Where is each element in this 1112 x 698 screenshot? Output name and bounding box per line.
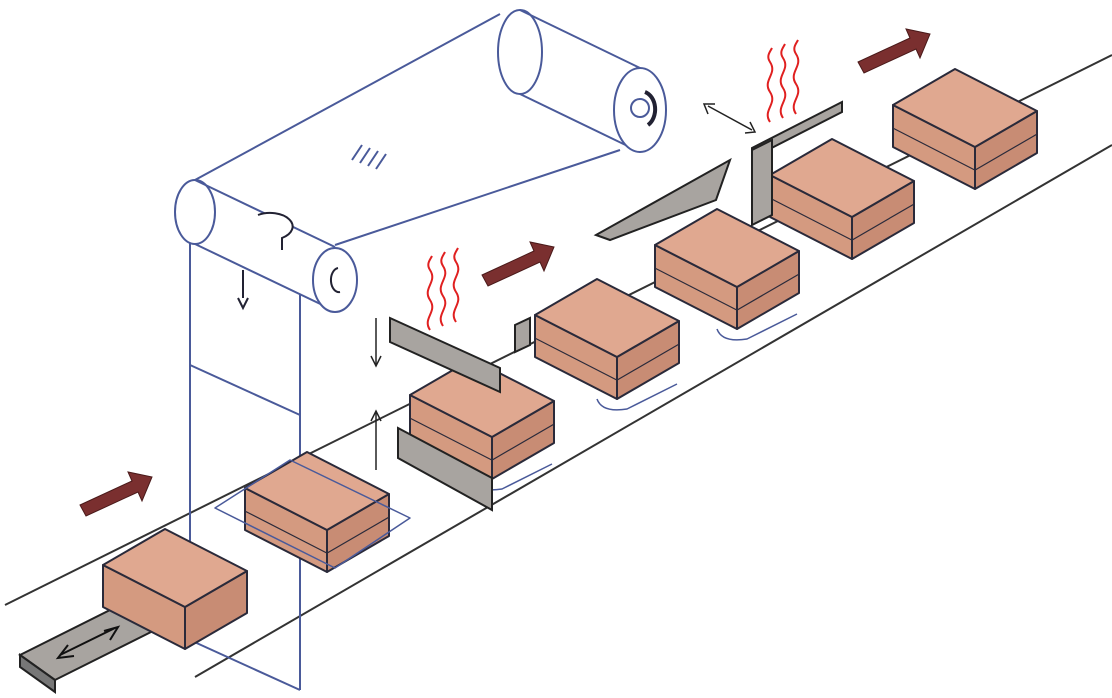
film-tail (596, 383, 678, 411)
box-top-face (102, 528, 248, 608)
package-box-2 (214, 451, 411, 573)
box-top-face (769, 138, 915, 218)
package-box-6 (769, 138, 915, 260)
box-top-face (892, 68, 1038, 148)
motion-indicators (370, 103, 757, 470)
film-tail (716, 313, 798, 341)
flow-arrows (79, 28, 931, 517)
box-top-face (409, 358, 555, 438)
film-seam (409, 417, 493, 461)
box-top-face (654, 208, 800, 288)
box-top-face (534, 278, 680, 358)
package-box-4 (534, 278, 680, 411)
heat-wave-icon (426, 247, 460, 331)
flow-arrow-3 (857, 28, 931, 74)
heat-wave-icon (766, 39, 800, 123)
flow-arrow-1 (79, 471, 153, 517)
sealing-bars (389, 100, 843, 512)
film-wrap-outline (214, 459, 411, 569)
side-seal-bar (593, 157, 732, 242)
film-seam (892, 127, 976, 171)
film-seam (974, 133, 1038, 171)
film-seam (326, 516, 390, 554)
upper-seal-bar (389, 316, 501, 394)
conveyor-edge-front (194, 144, 1112, 678)
film-seam (616, 343, 680, 381)
package-box-3 (409, 358, 555, 491)
film-roll (351, 9, 667, 170)
film-seam (244, 510, 328, 554)
package-box-1 (102, 528, 248, 650)
film-seam (769, 197, 853, 241)
lower-seal-bar (397, 426, 493, 512)
film-seam (736, 273, 800, 311)
package-box-5 (654, 208, 800, 341)
package-box-7 (892, 68, 1038, 190)
heat-waves (426, 39, 800, 331)
end-seal-plate (751, 138, 773, 227)
flow-arrow-2 (481, 241, 555, 287)
film-seam (654, 267, 738, 311)
box-top-face (244, 451, 390, 531)
film-seam (491, 423, 555, 461)
film-seam (851, 203, 915, 241)
side-guide (514, 316, 531, 354)
film-seam (534, 337, 618, 381)
guide-roller (174, 179, 358, 313)
package-boxes (102, 68, 1038, 650)
